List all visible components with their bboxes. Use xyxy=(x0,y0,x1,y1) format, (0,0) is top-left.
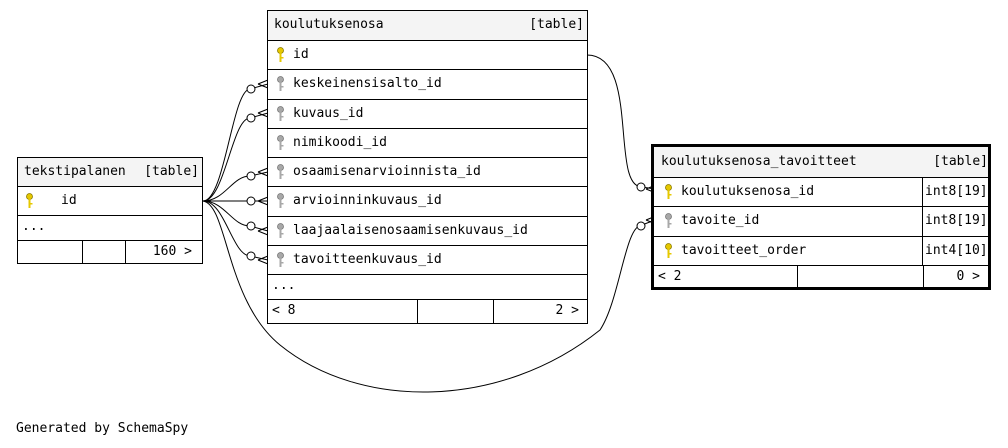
table-name[interactable]: tekstipalanen xyxy=(24,164,126,179)
edge-tavoite xyxy=(202,200,656,393)
column-type: int8[19] xyxy=(925,213,988,229)
foreign-key-icon xyxy=(277,251,284,267)
children-count[interactable]: 0 > xyxy=(956,269,980,284)
edge-koulutuksenosa xyxy=(586,54,656,190)
table-koulutuksenosa-tavoitteet[interactable]: koulutuksenosa_tavoitteet [table] koulut… xyxy=(651,144,991,290)
generated-by-text: Generated by SchemaSpy xyxy=(16,421,189,436)
column-name: osaamisenarvioinnista_id xyxy=(293,164,481,179)
table-type: [table] xyxy=(144,164,199,179)
table-header: koulutuksenosa_tavoitteet [table] xyxy=(654,147,988,178)
column-row[interactable]: arvioinninkuvaus_id xyxy=(268,187,587,217)
column-row[interactable]: kuvaus_id xyxy=(268,100,587,129)
primary-key-icon xyxy=(665,184,672,199)
column-name: arvioinninkuvaus_id xyxy=(293,193,442,209)
column-row[interactable]: id xyxy=(268,41,587,71)
more-columns: ... xyxy=(268,275,587,300)
table-tekstipalanen[interactable]: tekstipalanen [table] id ... 160 > xyxy=(17,157,203,264)
primary-key-icon xyxy=(665,242,672,258)
column-row[interactable]: id xyxy=(18,187,202,216)
column-row[interactable]: tavoitteet_order int4[10] xyxy=(654,236,988,266)
foreign-key-icon xyxy=(277,134,284,150)
column-row[interactable]: nimikoodi_id xyxy=(268,129,587,158)
column-name: tavoitteenkuvaus_id xyxy=(293,251,442,267)
foreign-key-icon xyxy=(277,105,284,121)
column-name: id xyxy=(61,193,77,208)
edge-osaamisenarvioinnista xyxy=(202,171,269,202)
column-row[interactable]: osaamisenarvioinnista_id xyxy=(268,158,587,188)
table-header: koulutuksenosa [table] xyxy=(268,11,587,41)
edge-kuvaus xyxy=(202,112,269,202)
column-type: int4[10] xyxy=(925,242,988,258)
column-name: laajaalaisenosaamisenkuvaus_id xyxy=(293,222,528,238)
parents-count[interactable]: < 2 xyxy=(658,269,682,284)
column-row[interactable]: tavoite_id int8[19] xyxy=(654,207,988,237)
table-footer: < 2 0 > xyxy=(654,266,988,288)
more-columns: ... xyxy=(18,216,202,241)
column-type: int8[19] xyxy=(925,184,988,199)
column-name: koulutuksenosa_id xyxy=(681,184,815,199)
column-row[interactable]: tavoitteenkuvaus_id xyxy=(268,246,587,275)
foreign-key-icon xyxy=(277,164,284,179)
table-name[interactable]: koulutuksenosa_tavoitteet xyxy=(661,154,857,169)
column-name: tavoitteet_order xyxy=(681,242,807,258)
children-count[interactable]: 2 > xyxy=(555,303,579,318)
table-header: tekstipalanen [table] xyxy=(18,158,202,187)
primary-key-icon xyxy=(26,193,33,208)
table-koulutuksenosa[interactable]: koulutuksenosa [table] id keskeinensisalt… xyxy=(267,10,588,324)
table-type: [table] xyxy=(933,154,988,169)
table-footer: 160 > xyxy=(18,241,202,263)
foreign-key-icon xyxy=(665,213,672,229)
table-name[interactable]: koulutuksenosa xyxy=(274,17,384,32)
column-row[interactable]: koulutuksenosa_id int8[19] xyxy=(654,178,988,208)
foreign-key-icon xyxy=(277,76,284,92)
table-type: [table] xyxy=(529,17,584,32)
parents-count[interactable]: < 8 xyxy=(272,303,296,318)
children-count[interactable]: 160 > xyxy=(152,244,192,259)
column-row[interactable]: laajaalaisenosaamisenkuvaus_id xyxy=(268,217,587,246)
primary-key-icon xyxy=(277,47,284,62)
table-footer: < 8 2 > xyxy=(268,300,587,323)
column-row[interactable]: keskeinensisalto_id xyxy=(268,70,587,100)
column-name: keskeinensisalto_id xyxy=(293,76,442,92)
foreign-key-icon xyxy=(277,222,284,238)
foreign-key-icon xyxy=(277,193,284,209)
column-name: kuvaus_id xyxy=(293,105,364,121)
column-name: tavoite_id xyxy=(681,213,760,229)
edge-keskeinensisalto xyxy=(202,83,269,202)
column-name: nimikoodi_id xyxy=(293,134,387,150)
column-name: id xyxy=(293,47,309,62)
